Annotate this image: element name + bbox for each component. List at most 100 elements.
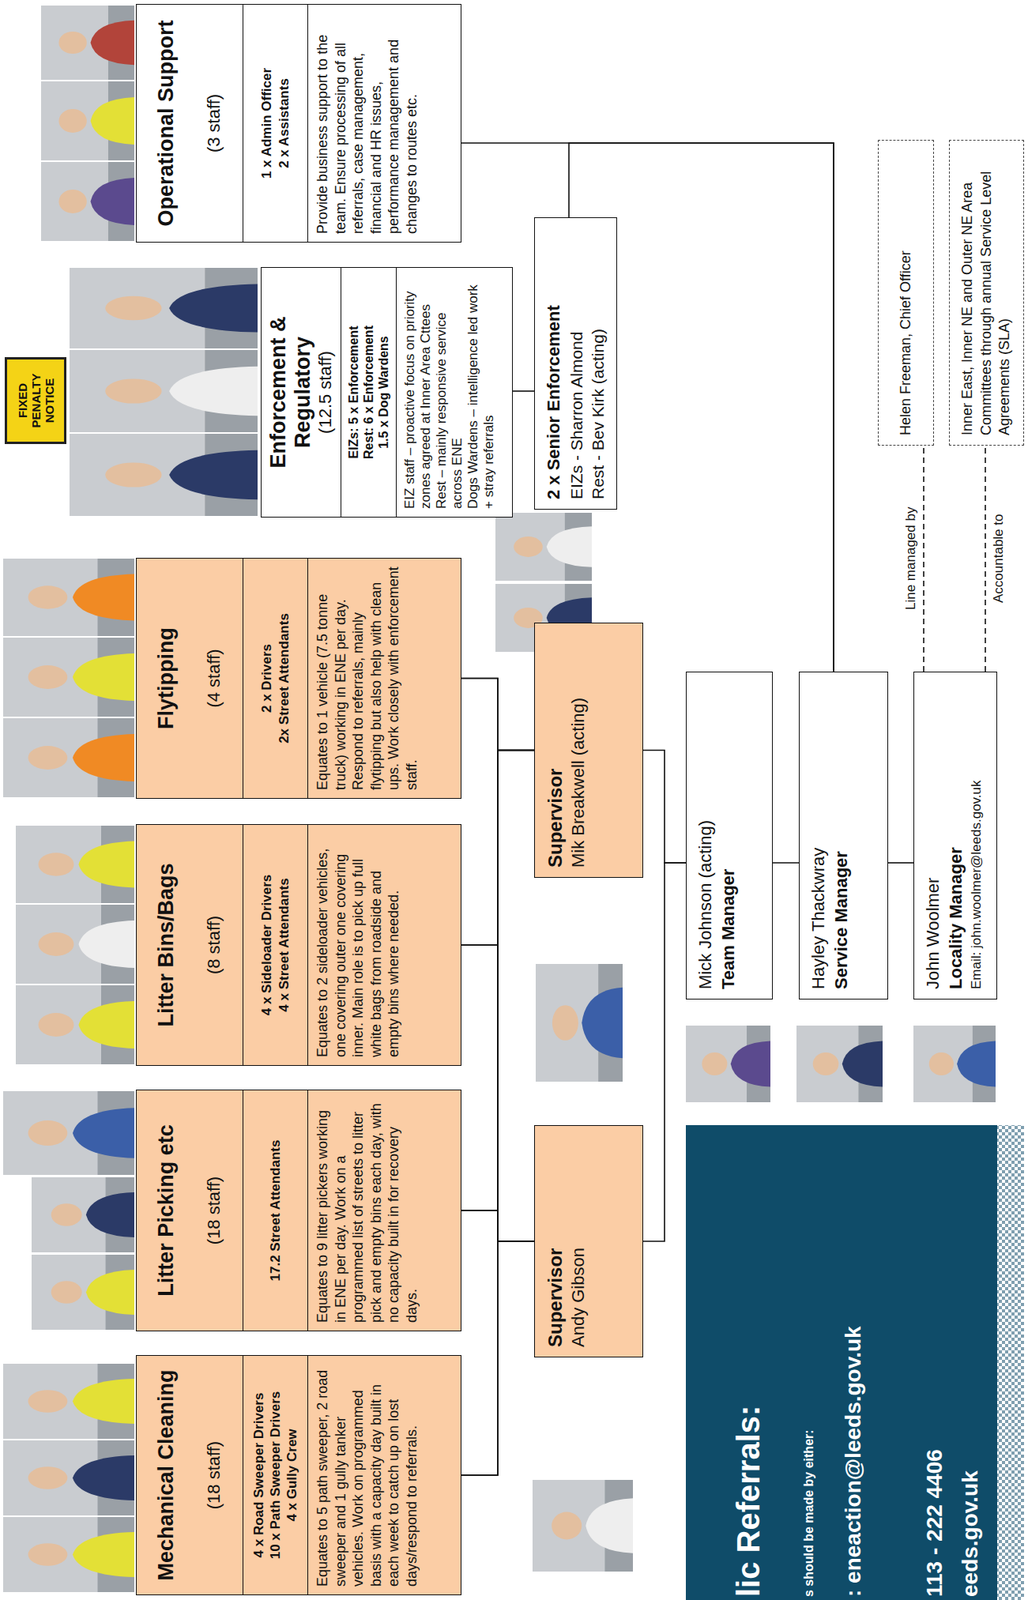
photo: [3, 1517, 135, 1593]
connector: [643, 862, 686, 1242]
box-title: Flytipping: [154, 627, 179, 730]
referral-panel: lic Referrals:s should be made by either…: [685, 1125, 998, 1600]
description-sm: Rest – mainly responsive service across …: [433, 275, 466, 509]
connector-label: Accountable to: [990, 512, 1007, 606]
description: Equates to 9 litter pickers working in E…: [313, 1098, 421, 1323]
person-name: Mick Johnson (acting): [694, 681, 718, 990]
manager-box: John WoolmerLocality ManagerEmail: john.…: [913, 671, 998, 1000]
photo: [15, 904, 135, 984]
dashed-connector: [984, 445, 987, 672]
description: Equates to 1 vehicle (7.5 tonne truck) w…: [313, 566, 421, 791]
box-section: 2 x Drivers2x Street Attendants: [242, 558, 308, 799]
team-box: Mechanical Cleaning (18 staff) 4 x Road Sw…: [135, 1355, 462, 1596]
referral-contact: : eneaction@leeds.gov.uk: [839, 1128, 867, 1597]
hatch-strip: [997, 1125, 1025, 1600]
connector: [461, 678, 535, 751]
box-section: Operational Support(3 staff): [136, 4, 243, 242]
supervisor-box: SupervisorMik Breakwell (acting): [534, 622, 644, 878]
person-name: Hayley Thackwray: [807, 681, 831, 990]
staff-count: (3 staff): [203, 94, 225, 153]
staff-line: 2x Street Attendants: [275, 564, 293, 792]
staff-line: 4 x Road Sweeper Drivers: [250, 1362, 268, 1589]
staff-line-sm: EIZs: 5 x Enforcement: [346, 274, 362, 511]
photo: [3, 1091, 135, 1175]
photo: [796, 1025, 883, 1103]
staff-count: (8 staff): [203, 915, 225, 975]
box-section: SupervisorAndy Gibson: [542, 1135, 635, 1348]
staff-line-sm: 1.5 x Dog Wardens: [376, 274, 392, 511]
referral-contact: 113 - 222 4406: [921, 1128, 948, 1597]
description: Equates to 5 path sweeper, 2 road sweepe…: [313, 1363, 421, 1587]
role-title: Team Manager: [717, 681, 741, 990]
email-line: Email: john.woolmer@leeds.gov.uk: [967, 681, 987, 990]
box-section: Provide business support to the team. En…: [307, 4, 461, 242]
photo: [41, 5, 135, 80]
box-section: Equates to 5 path sweeper, 2 road sweepe…: [307, 1355, 461, 1595]
photo: [3, 637, 135, 717]
box-section: Mick Johnson (acting)Team Manager: [694, 681, 765, 990]
photo: [495, 512, 592, 581]
box-section: Enforcement & Regulatory(12.5 staff): [261, 267, 341, 517]
staff-count: (18 staff): [203, 1441, 225, 1510]
person-name: Mik Breakwell (acting): [567, 632, 591, 868]
connector: [461, 750, 535, 946]
photo: [69, 350, 258, 433]
box-section: 4 x Road Sweeper Drivers10 x Path Sweepe…: [242, 1355, 308, 1595]
box-section: Flytipping (4 staff): [136, 558, 243, 799]
senior-title: 2 x Senior Enforcement: [542, 227, 566, 500]
staff-count: (12.5 staff): [315, 350, 336, 434]
sup-title: Supervisor: [542, 632, 568, 868]
external-box: Helen Freeman, Chief Officer: [877, 139, 934, 446]
box-section: 17.2 Street Attendants: [242, 1090, 308, 1331]
box-section: Litter Picking etc (18 staff): [136, 1090, 243, 1331]
supervisor-box: SupervisorAndy Gibson: [534, 1125, 644, 1358]
senior-line: Rest - Bev Kirk (acting): [587, 227, 609, 500]
box-section: Mechanical Cleaning (18 staff): [136, 1355, 243, 1595]
photo: [69, 433, 258, 516]
photo: [41, 81, 135, 161]
box-section: 2 x Senior EnforcementEIZs - Sharron Alm…: [542, 227, 609, 500]
note-text: Inner East, Inner NE and Outer NE Area C…: [958, 150, 1014, 436]
staff-count: (18 staff): [203, 1176, 225, 1245]
staff-count: (4 staff): [203, 648, 225, 708]
box-section: 4 x Sideloader Drivers4 x Street Attenda…: [242, 824, 308, 1066]
manager-box: Mick Johnson (acting)Team Manager: [685, 671, 773, 1000]
box-title: Litter Picking etc: [154, 1124, 179, 1297]
box-section: Equates to 1 vehicle (7.5 tonne truck) w…: [307, 558, 461, 799]
team-box: Litter Bins/Bags (8 staff) 4 x Sideloader …: [135, 824, 462, 1066]
description: Equates to 2 sideloader vehicles, one co…: [313, 832, 403, 1058]
role-title: Service Manager: [830, 681, 854, 990]
box-title: Mechanical Cleaning: [154, 1369, 179, 1581]
dashed-connector: [922, 445, 925, 672]
description: Provide business support to the team. En…: [313, 12, 421, 234]
connector: [643, 750, 686, 864]
team-box: Flytipping (4 staff) 2 x Drivers2x Street …: [135, 557, 462, 799]
box-section: Litter Bins/Bags (8 staff): [136, 824, 243, 1066]
team-box: Enforcement & Regulatory(12.5 staff)EIZs…: [260, 267, 513, 518]
senior-box: 2 x Senior EnforcementEIZs - Sharron Alm…: [534, 217, 618, 510]
photo: [31, 1254, 135, 1330]
staff-line: 4 x Street Attendants: [275, 831, 293, 1059]
referral-contact: eeds.gov.uk: [956, 1128, 983, 1597]
photo: [685, 1025, 771, 1103]
staff-line: 17.2 Street Attendants: [267, 1096, 284, 1325]
staff-line: 4 x Gully Crew: [283, 1362, 301, 1589]
staff-line: 10 x Path Sweeper Drivers: [267, 1362, 284, 1589]
box-section: EIZ staff – proactive focus on priority …: [395, 267, 513, 517]
box-section: SupervisorMik Breakwell (acting): [542, 632, 635, 868]
role-title: Locality Manager: [945, 681, 968, 990]
photo: [532, 1479, 633, 1572]
box-section: Inner East, Inner NE and Outer NE Area C…: [956, 150, 1017, 436]
staff-line: 4 x Sideloader Drivers: [258, 831, 275, 1059]
connector: [512, 390, 535, 392]
box-section: EIZs: 5 x EnforcementRest: 6 x Enforceme…: [340, 267, 396, 517]
staff-line: 2 x Drivers: [258, 564, 275, 792]
person-name: John Woolmer: [922, 681, 946, 990]
box-title: Litter Bins/Bags: [154, 862, 179, 1027]
box-section: Equates to 2 sideloader vehicles, one co…: [307, 824, 461, 1066]
sign-text: FIXED PENALTY NOTICE: [4, 357, 67, 445]
photo: [31, 1177, 135, 1253]
photo: [69, 267, 258, 349]
photo: [3, 1363, 135, 1439]
